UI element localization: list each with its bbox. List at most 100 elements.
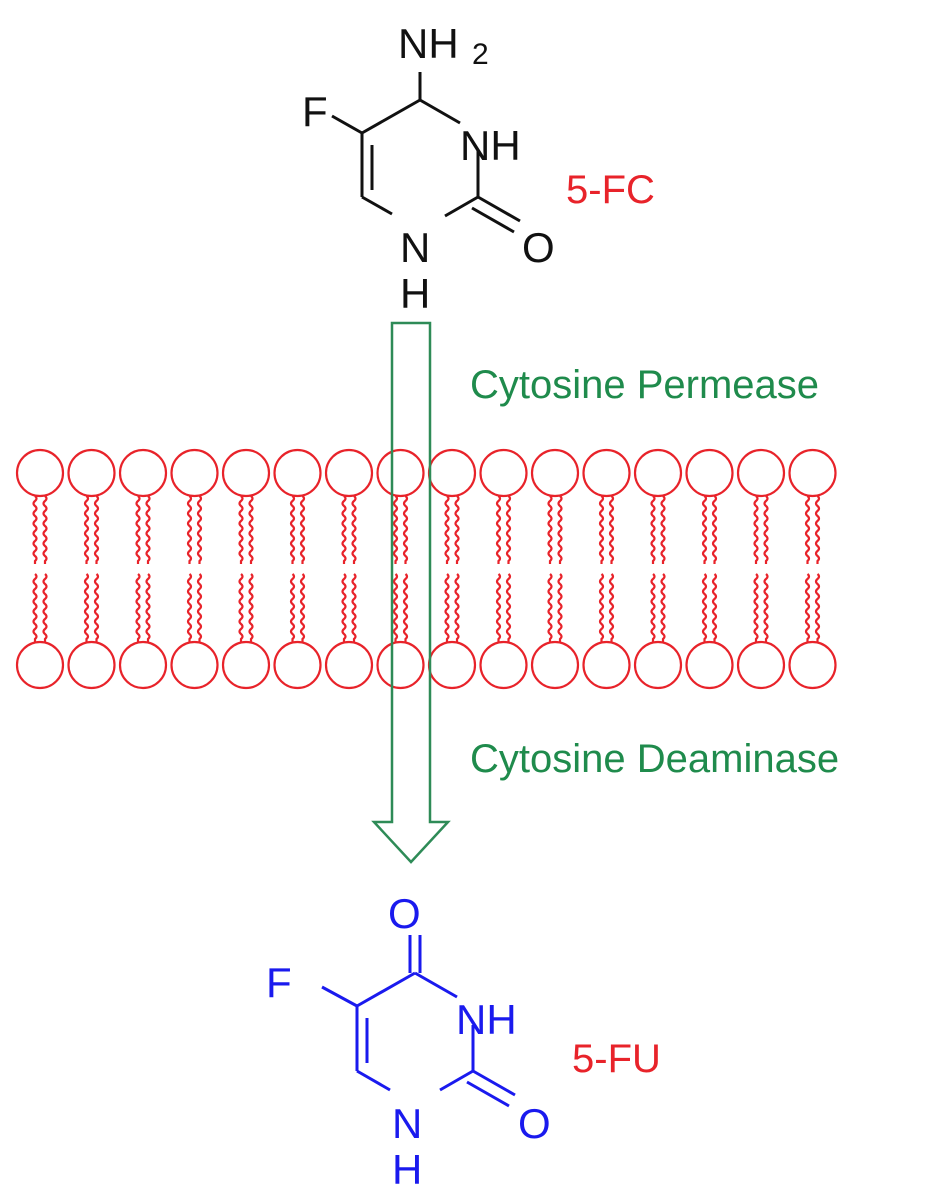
bond-c4-n3 [419,98,461,125]
lipid-head [788,640,837,690]
lipid-head [479,640,528,690]
5fc-label: 5-FC [566,168,655,212]
lipid-pair [118,448,168,690]
bond-c2-o [472,1069,516,1097]
lipid-head [427,640,477,690]
lipid-tail [196,495,203,564]
lipid-head [582,448,631,498]
lipid-head [736,640,786,690]
lipid-head [633,640,683,690]
lipid-head [427,448,477,498]
lipid-head [273,448,322,498]
lipid-pair [221,448,271,690]
lipid-head [685,448,734,498]
lipid-tail [557,573,563,642]
lipid-tail [248,495,254,564]
lipid-tail [341,573,347,642]
lipid-pair [479,448,528,690]
lipid-tail [32,495,38,564]
lipid-head [582,640,631,690]
lipid-tail [42,495,48,564]
lipid-tail [650,495,656,564]
lipid-pair [427,448,477,690]
5fu-ring-nh: NH [456,996,517,1043]
lipid-head [633,448,683,498]
lipid-tail [248,573,254,642]
lipid-tail [547,573,553,642]
lipid-pair [530,448,580,690]
lipid-tail [402,573,409,642]
lipid-head [15,640,65,690]
lipid-tail [598,573,605,642]
lipid-tail [402,495,409,564]
lipid-tail [495,573,502,642]
lipid-tail [814,573,821,642]
lipid-tail [608,573,615,642]
lipid-pair [685,448,734,690]
lipid-tail [660,573,666,642]
lipid-tail [238,573,244,642]
5fu-top-o: O [388,890,421,937]
lipid-tail [701,495,708,564]
lipid-tail [454,495,460,564]
lipid-tail [598,495,605,564]
lipid-tail [711,573,718,642]
lipid-tail [804,573,811,642]
lipid-head [15,448,65,498]
lipid-tail [299,495,306,564]
5fc-ring-n: N [400,224,430,271]
bond-c6-n1 [361,195,393,216]
lipid-tail [753,573,759,642]
lipid-head [324,640,374,690]
bond-c4-c5 [356,971,416,1008]
lipid-tail [711,495,718,564]
lipid-head [479,448,528,498]
lipid-tail [444,495,450,564]
lipid-tail [83,495,90,564]
transport-arrow [371,321,451,864]
lipid-pair [582,448,631,690]
5fc-ring-nh: NH [460,122,521,169]
5fc-amino-nh: NH [398,20,459,67]
lipid-tail [289,573,296,642]
lipid-head [67,448,116,498]
lipid-pair [324,448,374,690]
lipid-tail [505,573,512,642]
lipid-tail [351,495,357,564]
lipid-head [530,448,580,498]
5fu-carbonyl-o: O [518,1100,551,1147]
lipid-tail [351,573,357,642]
lipid-tail [444,573,450,642]
lipid-tail [763,573,769,642]
lipid-tail [763,495,769,564]
bond-c5-f [321,985,358,1008]
lipid-tail [42,573,48,642]
lipid-tail [392,495,399,564]
5fu-ring-n: N [392,1100,422,1147]
lipid-pair [633,448,683,690]
lipid-tail [804,495,811,564]
lipid-tail [814,495,821,564]
bond-c2-o-double [466,1080,510,1108]
lipid-pair [376,448,425,690]
bond-c2-o-double [471,206,515,234]
5fc-fluorine: F [302,88,328,135]
lipid-head [170,640,219,690]
lipid-tail [145,573,151,642]
lipid-tail [186,495,193,564]
lipid-pair [170,448,219,690]
lipid-head [736,448,786,498]
5fu-fluorine: F [266,959,292,1006]
bond-c4-n3 [414,971,458,999]
5fu-molecule [321,935,516,1108]
lipid-tail [547,495,553,564]
5fc-atom-labels: NH 2 F NH O N H [302,20,555,317]
lipid-head [221,640,271,690]
lipid-pair [788,448,837,690]
lipid-head [788,448,837,498]
lipid-tail [135,495,141,564]
lipid-tail [289,495,296,564]
lipid-bilayer [15,448,837,690]
5fc-molecule [331,72,521,234]
